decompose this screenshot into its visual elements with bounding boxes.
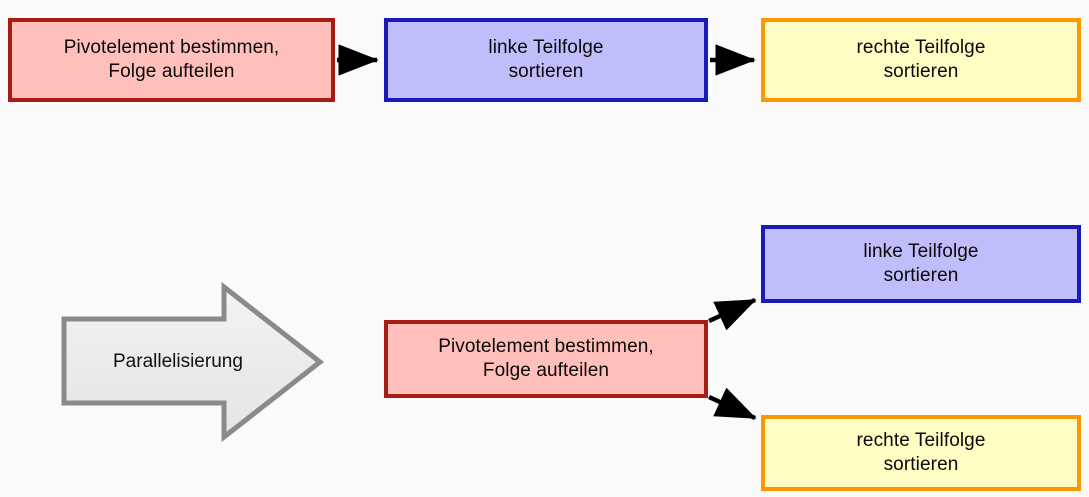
connector-bottom-pivot-to-right: [708, 387, 757, 421]
node-top-right-subsequence[interactable]: rechte Teilfolge sortieren: [761, 18, 1081, 102]
node-bottom-left-subsequence[interactable]: linke Teilfolge sortieren: [761, 225, 1081, 303]
node-bottom-pivot[interactable]: Pivotelement bestimmen, Folge aufteilen: [384, 320, 708, 398]
parallelization-label: Parallelisierung: [113, 351, 243, 372]
connector-bottom-pivot-to-left: [708, 297, 757, 331]
node-top-pivot[interactable]: Pivotelement bestimmen, Folge aufteilen: [8, 18, 335, 102]
node-bottom-right-subsequence[interactable]: rechte Teilfolge sortieren: [761, 415, 1081, 491]
node-top-left-subsequence[interactable]: linke Teilfolge sortieren: [384, 18, 708, 102]
